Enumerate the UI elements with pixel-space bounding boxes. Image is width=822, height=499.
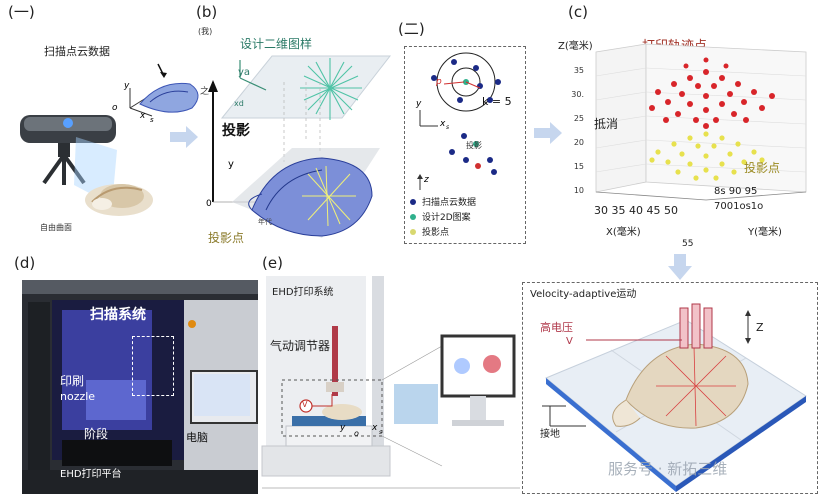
projection-points-two xyxy=(449,133,497,175)
d-nozzle: nozzle xyxy=(60,390,96,403)
legend-item: 设计2D图案 xyxy=(410,209,522,224)
two-x: x xyxy=(440,119,446,129)
surface-label: 自由曲面 xyxy=(40,223,72,232)
legend-two: 扫描点云数据 设计2D图案 投影点 xyxy=(410,194,522,239)
panel-e-label: (e) xyxy=(262,254,283,272)
c-z-ticks: 35 30. 25 20 15 10 xyxy=(566,66,584,210)
velocity-adaptive-render xyxy=(542,303,807,492)
c-x-axis: X(毫米) xyxy=(606,227,641,238)
z-tick: 10 xyxy=(573,186,584,195)
legend-item: 投影点 xyxy=(410,224,522,239)
legend-swatch xyxy=(410,213,416,220)
b-y-axis: y xyxy=(228,159,234,170)
legend-text: 投影点 xyxy=(422,228,450,238)
arrow-two-c xyxy=(534,122,562,144)
z-mark: 之 xyxy=(200,87,210,97)
d-scan-system: 扫描系统 xyxy=(90,307,146,323)
c-y-value: 55 xyxy=(682,239,694,249)
e-o: o xyxy=(354,429,359,438)
projection-small: 投影 xyxy=(466,141,482,150)
f-title: Velocity-adaptive运动 xyxy=(530,289,637,300)
design-ya: ya xyxy=(238,67,251,78)
legend-text: 扫描点云数据 xyxy=(422,198,477,208)
f-z: Z xyxy=(756,321,764,334)
trajectory-3d-plot xyxy=(595,43,807,201)
c-cancel: 抵消 xyxy=(594,117,619,131)
c-y-ticks-2: 7001os1o xyxy=(714,201,764,212)
e-s: s xyxy=(379,429,383,436)
two-y: y xyxy=(416,99,422,109)
k-label: k = 5 xyxy=(482,95,512,108)
c-y-ticks-1: 8s 90 95 xyxy=(714,186,758,197)
ehd-setup-render xyxy=(261,276,520,489)
panel-d-label: (d) xyxy=(14,254,36,272)
axes-two xyxy=(419,110,438,127)
point-cloud-shell xyxy=(129,63,199,117)
e-x: x xyxy=(372,423,378,433)
arrow-c-f xyxy=(668,254,692,280)
axis-s-a: s xyxy=(150,116,154,124)
c-y-axis: Y(毫米) xyxy=(748,227,782,238)
f-high-voltage: 高电压 xyxy=(540,321,573,334)
legend-swatch xyxy=(410,228,416,235)
two-s: s xyxy=(446,124,450,131)
axis-y-a: y xyxy=(124,81,130,91)
b-tick-note: 年代 xyxy=(258,218,272,226)
photo-d xyxy=(22,280,258,494)
panel-a-label: (一) xyxy=(8,3,35,21)
z-tick: 20 xyxy=(573,138,584,147)
z-axis-two xyxy=(417,174,423,190)
c-x-ticks: 30 35 40 45 50 xyxy=(594,204,678,217)
arrow-a-b xyxy=(170,126,198,148)
f-ground: 接地 xyxy=(540,429,560,440)
projected-shell xyxy=(232,148,380,238)
design-xd: xd xyxy=(234,99,244,108)
panel-two-frame xyxy=(404,46,526,244)
panel-a-title: 扫描点云数据 xyxy=(44,45,110,58)
z-tick: 15 xyxy=(573,162,584,171)
axis-o-a: o xyxy=(112,103,118,113)
d-print: 印刷 xyxy=(60,374,85,388)
axis-x-a: x xyxy=(140,111,146,121)
d-stage: 阶段 xyxy=(84,427,109,441)
z-tick: 35 xyxy=(573,66,584,75)
design-label: 设计二维图样 xyxy=(240,37,313,51)
panel-two-label: (二) xyxy=(398,20,425,38)
projection-label: 投影 xyxy=(222,123,250,139)
z-tick: 30. xyxy=(571,90,584,99)
legend-swatch xyxy=(410,198,416,205)
b-projected-points: 投影点 xyxy=(208,231,245,245)
f-v: V xyxy=(566,336,573,347)
d-computer: 电脑 xyxy=(186,431,208,444)
b-origin: 0 xyxy=(206,199,212,209)
panel-f-frame xyxy=(522,282,818,494)
e-regulator: 气动调节器 xyxy=(270,339,331,353)
legend-text: 设计2D图案 xyxy=(422,213,471,223)
panel-b-note: (我) xyxy=(198,27,213,36)
watermark: 服务号 · 新拓三维 xyxy=(608,460,728,478)
panel-b-label: (b) xyxy=(196,3,218,21)
e-y: y xyxy=(340,423,346,433)
knn-diagram xyxy=(431,52,501,112)
c-projected: 投影点 xyxy=(744,161,781,175)
e-ehd-system: EHD打印系统 xyxy=(272,287,334,298)
shell-photo xyxy=(85,184,153,216)
design-plane xyxy=(220,55,392,120)
p-label: p xyxy=(436,77,442,87)
d-platform: EHD打印平台 xyxy=(60,469,122,480)
legend-item: 扫描点云数据 xyxy=(410,194,522,209)
two-z: z xyxy=(424,175,429,185)
panel-c-label: (c) xyxy=(568,3,588,21)
c-z-axis: Z(毫米) xyxy=(558,41,593,52)
z-tick: 25 xyxy=(573,114,584,123)
e-v: V xyxy=(302,400,308,409)
